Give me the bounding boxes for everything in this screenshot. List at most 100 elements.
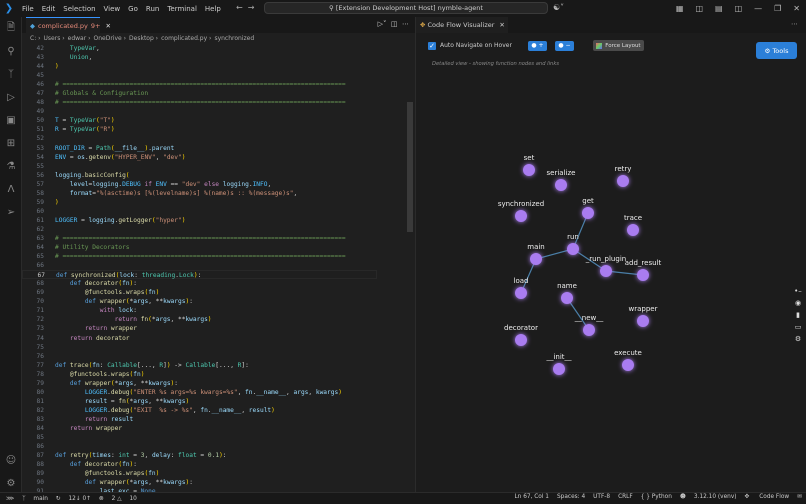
code-line[interactable]: 48# ====================================…: [22, 98, 377, 107]
graph-node-trace[interactable]: trace: [624, 214, 642, 236]
menu-help[interactable]: Help: [204, 4, 221, 13]
toggle-panel-icon[interactable]: ▤: [715, 4, 723, 13]
code-line[interactable]: 69 @functools.wraps(fn): [22, 288, 377, 297]
menu-file[interactable]: File: [22, 4, 34, 13]
search-icon[interactable]: ⚲: [7, 46, 15, 57]
testing-icon[interactable]: ⚗: [6, 161, 16, 172]
explorer-icon[interactable]: 🗎: [6, 22, 16, 33]
close-tab-icon[interactable]: ✕: [105, 21, 111, 30]
line-ending[interactable]: CRLF: [618, 494, 633, 500]
code-line[interactable]: 59): [22, 198, 377, 207]
code-line[interactable]: 55: [22, 162, 377, 171]
folder-icon[interactable]: ▭: [794, 323, 802, 331]
graph-node-main[interactable]: main: [527, 243, 545, 265]
graph-node-__init__[interactable]: __init__: [545, 353, 572, 375]
code-line[interactable]: 68 def decorator(fn):: [22, 279, 377, 288]
graph-node-serialize[interactable]: serialize: [547, 169, 576, 191]
command-center[interactable]: ⚲ [Extension Development Host] nymble-ag…: [264, 2, 548, 14]
copilot-icon[interactable]: ☯˅: [553, 3, 565, 12]
code-flow-icon[interactable]: ➢: [6, 207, 16, 218]
video-icon[interactable]: ▮: [796, 311, 800, 319]
code-line[interactable]: 75: [22, 343, 377, 352]
copilot-status-icon[interactable]: ☻: [679, 494, 686, 500]
auto-navigate-checkbox[interactable]: ✓: [428, 41, 436, 50]
code-line[interactable]: 46# ====================================…: [22, 80, 377, 89]
graph-node-retry[interactable]: retry: [615, 165, 632, 187]
menu-view[interactable]: View: [103, 4, 121, 13]
code-line[interactable]: 86: [22, 442, 377, 451]
menu-edit[interactable]: Edit: [41, 4, 56, 13]
restore-button[interactable]: ❐: [774, 4, 782, 13]
notifications-icon[interactable]: ✉: [797, 494, 802, 500]
code-line[interactable]: 81 result = fn(*args, **kwargs): [22, 397, 377, 406]
code-line[interactable]: 47# Globals & Configuration: [22, 89, 377, 98]
code-line[interactable]: 45: [22, 71, 377, 80]
code-line[interactable]: 64# Utility Decorators: [22, 243, 377, 252]
code-line[interactable]: 71 with lock:: [22, 306, 377, 315]
code-line[interactable]: 79 def wrapper(*args, **kwargs):: [22, 379, 377, 388]
source-control-icon[interactable]: ᛉ: [8, 69, 14, 80]
code-line[interactable]: 44): [22, 62, 377, 71]
breadcrumb-item[interactable]: OneDrive ›: [93, 35, 127, 42]
azure-icon[interactable]: Λ: [7, 184, 15, 195]
breadcrumb-item[interactable]: edwar ›: [67, 35, 91, 42]
graph-node-decorator[interactable]: decorator: [504, 324, 538, 346]
remote-icon[interactable]: ⋙: [6, 495, 15, 502]
toggle-sidebar-icon[interactable]: ◫: [695, 4, 703, 13]
code-line[interactable]: 60: [22, 207, 377, 216]
sync-status[interactable]: ↻ 12↓ 0↑: [55, 495, 92, 502]
tools-button[interactable]: ⚙ Tools: [756, 42, 797, 59]
code-line[interactable]: 66: [22, 261, 377, 270]
close-button[interactable]: ✕: [793, 4, 800, 13]
code-flow-status[interactable]: ✥ Code Flow: [744, 494, 790, 500]
nav-arrows[interactable]: ← →: [236, 3, 255, 12]
breadcrumb-item[interactable]: complicated.py ›: [161, 35, 212, 42]
code-line[interactable]: 78 @functools.wraps(fn): [22, 370, 377, 379]
cursor-position[interactable]: Ln 67, Col 1: [514, 494, 549, 500]
more-actions-icon[interactable]: ⋯: [402, 20, 409, 28]
encoding[interactable]: UTF-8: [593, 494, 611, 500]
python-interpreter[interactable]: 3.12.10 (venv): [693, 494, 737, 500]
settings-gear-icon[interactable]: ⚙: [6, 478, 16, 489]
menu-selection[interactable]: Selection: [63, 4, 96, 13]
run-python-icon[interactable]: ▷˅: [377, 20, 387, 28]
code-line[interactable]: 91 last_exc = None: [22, 487, 377, 496]
code-line[interactable]: 80 LOGGER.debug("ENTER %s args=%s kwargs…: [22, 388, 377, 397]
graph-node-execute[interactable]: execute: [614, 349, 642, 371]
graph-node-wrapper[interactable]: wrapper: [629, 305, 658, 327]
code-line[interactable]: 70 def wrapper(*args, **kwargs):: [22, 297, 377, 306]
code-line[interactable]: 57 level=logging.DEBUG if ENV == "dev" e…: [22, 180, 377, 189]
code-line[interactable]: 85: [22, 433, 377, 442]
code-line[interactable]: 52: [22, 134, 377, 143]
tab-complicated-py[interactable]: ◆ complicated.py 9+ ✕: [26, 17, 111, 33]
minimap-slider[interactable]: [407, 102, 413, 232]
graph-node-__new__[interactable]: __new__: [574, 314, 604, 336]
breadcrumb-item[interactable]: synchronized: [214, 35, 255, 42]
zoom-out-button[interactable]: ● −: [554, 40, 574, 51]
code-line[interactable]: 73 return wrapper: [22, 324, 377, 333]
remote-explorer-icon[interactable]: ▣: [6, 115, 16, 126]
tab-code-flow-visualizer[interactable]: ✥ Code Flow Visualizer ✕: [416, 17, 508, 33]
indentation[interactable]: Spaces: 4: [557, 494, 586, 500]
code-line[interactable]: 88 def decorator(fn):: [22, 460, 377, 469]
breadcrumb-item[interactable]: C: ›: [30, 35, 41, 42]
code-line[interactable]: 82 LOGGER.debug("EXIT %s -> %s", fn.__na…: [22, 406, 377, 415]
graph-node-get[interactable]: get: [582, 197, 594, 219]
minimap[interactable]: [377, 44, 415, 492]
code-line[interactable]: 62: [22, 225, 377, 234]
breadcrumb-item[interactable]: Users ›: [43, 35, 65, 42]
settings-gear-icon[interactable]: ⚙: [794, 335, 802, 343]
close-tab-icon[interactable]: ✕: [499, 21, 505, 29]
branch-status[interactable]: ᛉ main: [22, 495, 48, 502]
graph-node-run[interactable]: run: [567, 233, 579, 255]
code-line[interactable]: 74 return decorator: [22, 334, 377, 343]
split-editor-icon[interactable]: ◫: [390, 20, 398, 28]
